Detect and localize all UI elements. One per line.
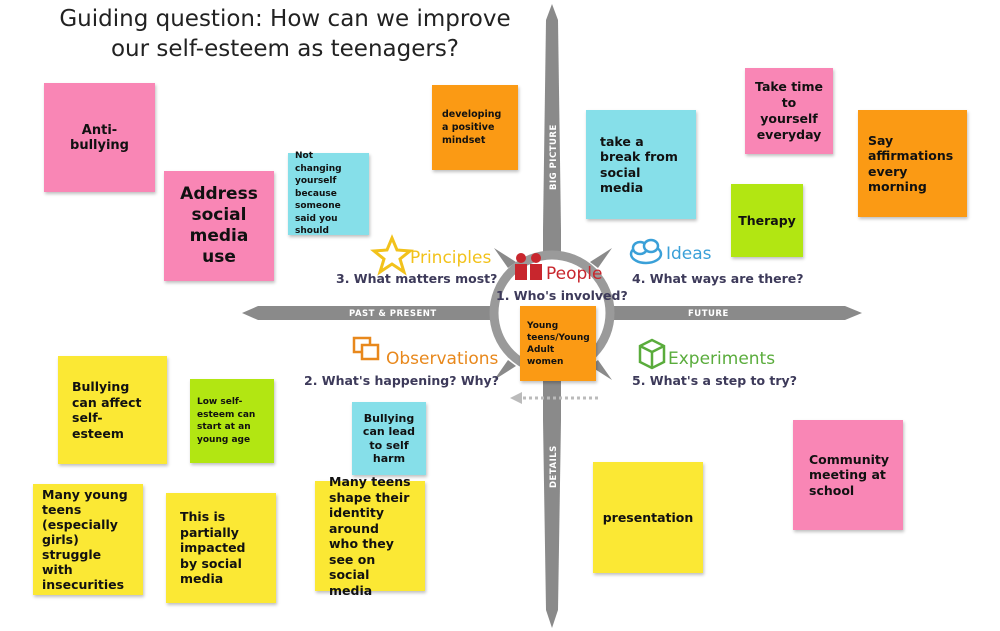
- compass-spike: [590, 248, 612, 268]
- experiments-question: 5. What's a step to try?: [632, 373, 797, 388]
- axis-label-past-present: PAST & PRESENT: [349, 309, 437, 319]
- dotted-arrow-head: [510, 392, 522, 404]
- sticky-note[interactable]: Bullying can lead to self harm: [352, 402, 426, 475]
- observations-question: 2. What's happening? Why?: [304, 373, 499, 388]
- people-question: 1. Who's involved?: [496, 288, 628, 303]
- box-icon: [638, 338, 666, 370]
- sticky-note[interactable]: Community meeting at school: [793, 420, 903, 530]
- sticky-note[interactable]: take a break from social media: [586, 110, 696, 219]
- sticky-note[interactable]: Bullying can affect self-esteem: [58, 356, 167, 464]
- axis-label-future: FUTURE: [688, 309, 729, 319]
- compass-spike: [494, 248, 516, 268]
- sticky-note[interactable]: This is partially impacted by social med…: [166, 493, 276, 603]
- compass-spike: [494, 360, 516, 380]
- star-icon: [370, 234, 414, 276]
- sticky-note[interactable]: Many teens shape their identity around w…: [315, 474, 425, 598]
- sticky-note[interactable]: Take time to yourself everyday: [745, 68, 833, 154]
- cloud-icon: [629, 238, 663, 265]
- sticky-note[interactable]: Address social media use: [164, 171, 274, 281]
- guiding-question-title: Guiding question: How can we improve our…: [59, 6, 511, 62]
- sticky-note[interactable]: Say affirmations every morning: [858, 110, 967, 217]
- ideas-label: Ideas: [666, 244, 712, 264]
- sticky-note[interactable]: Low self-esteem can start at an young ag…: [190, 379, 274, 463]
- axis-label-big-picture: BIG PICTURE: [549, 124, 559, 190]
- observations-label: Observations: [386, 349, 499, 369]
- sticky-note[interactable]: presentation: [593, 462, 703, 573]
- sticky-note[interactable]: Young teens/Young Adult women: [520, 306, 596, 381]
- sticky-note[interactable]: Not changing yourself because someone sa…: [288, 151, 369, 236]
- people-label: People: [546, 264, 602, 284]
- experiments-label: Experiments: [668, 349, 775, 369]
- principles-question: 3. What matters most?: [336, 271, 497, 286]
- ideas-question: 4. What ways are there?: [632, 271, 803, 286]
- sticky-note[interactable]: developing a positive mindset: [432, 85, 518, 170]
- sticky-note[interactable]: Therapy: [731, 184, 803, 257]
- people-icon: [515, 253, 542, 280]
- observation-icon: [352, 336, 380, 361]
- principles-label: Principles: [410, 248, 491, 268]
- sticky-note[interactable]: Anti-bullying: [44, 83, 155, 192]
- axis-label-details: DETAILS: [549, 445, 559, 488]
- sticky-note[interactable]: Many young teens (especially girls) stru…: [33, 484, 143, 595]
